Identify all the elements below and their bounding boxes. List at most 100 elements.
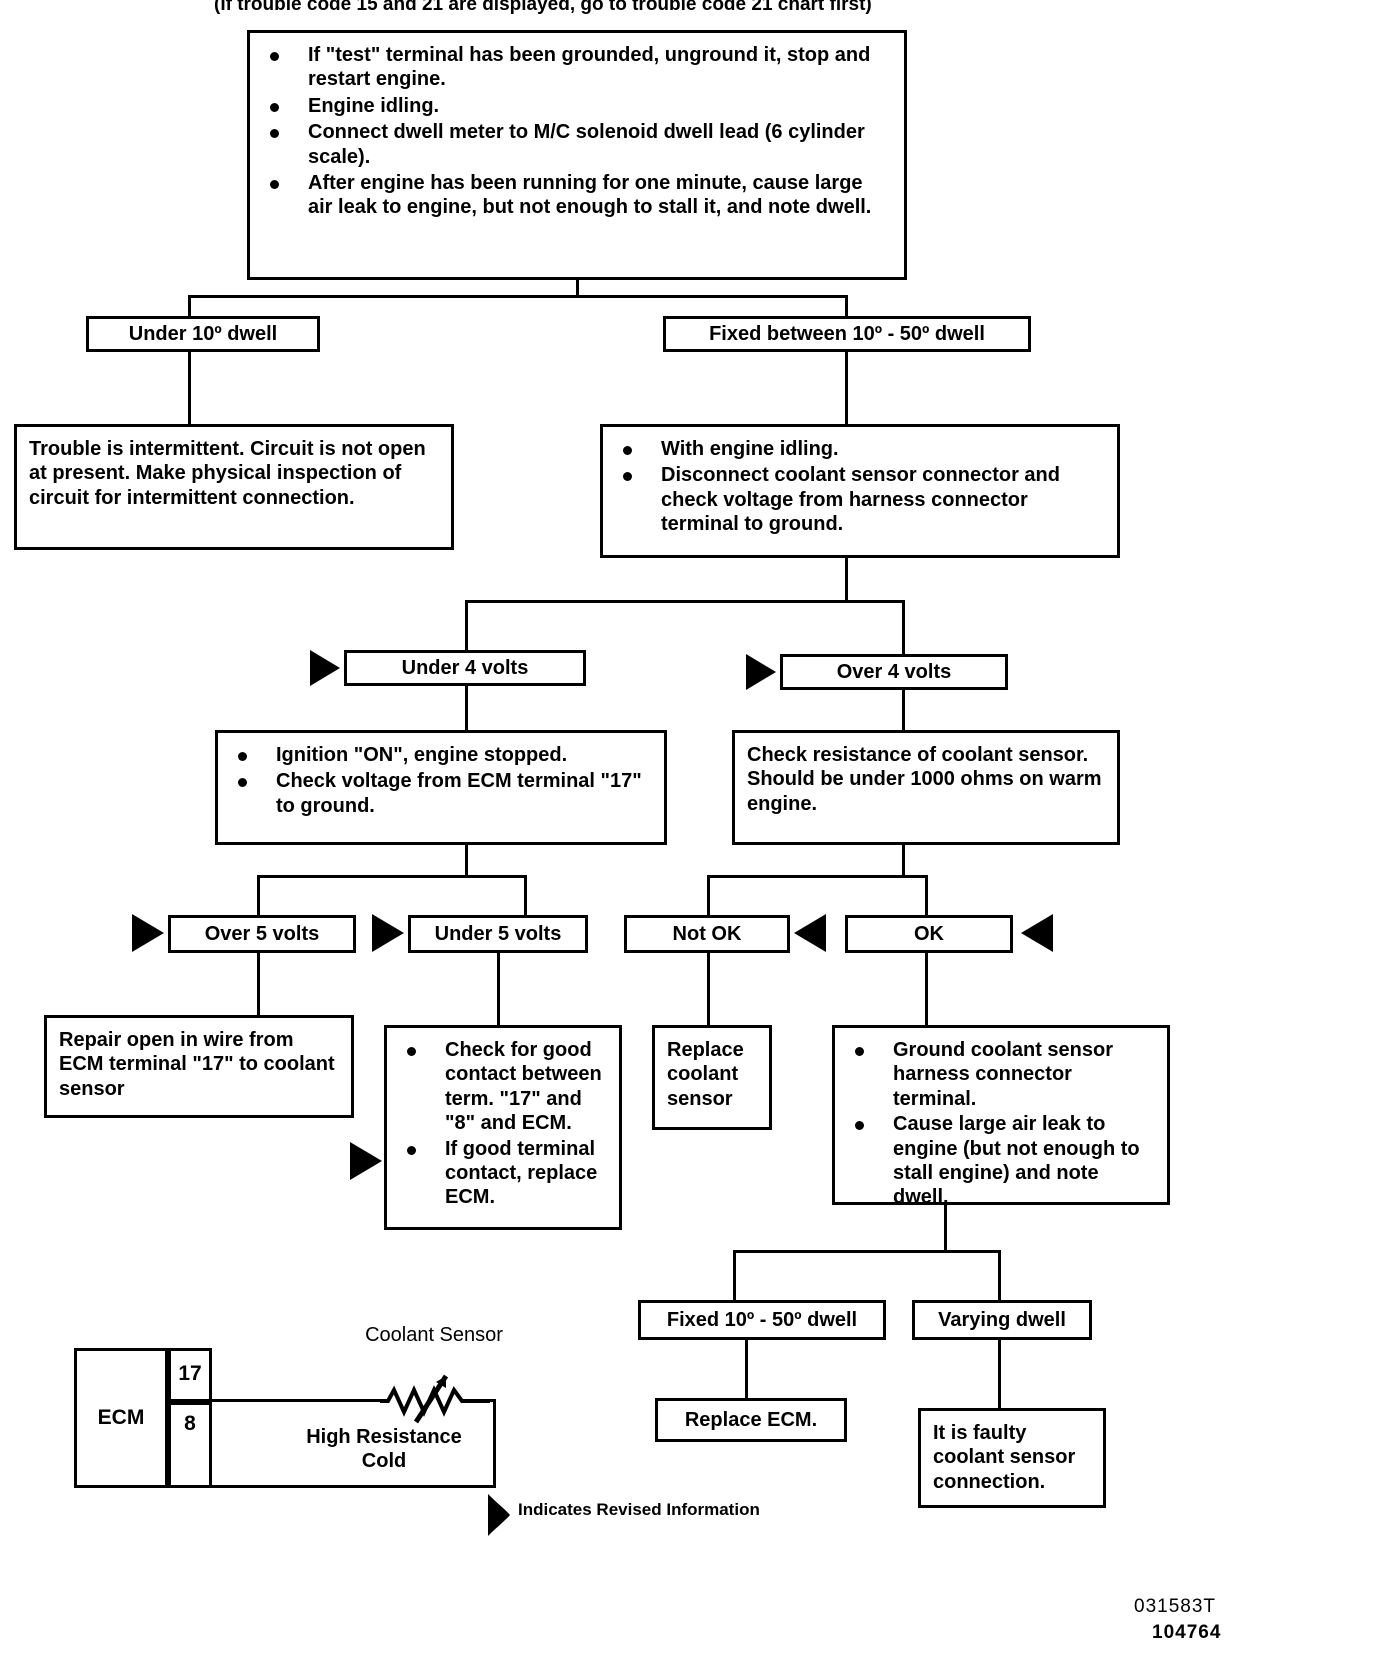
wire-sensor-right [484, 1399, 496, 1402]
node-faulty-connection: It is faulty coolant sensor connection. [918, 1408, 1106, 1508]
node-label: Fixed 10º - 50º dwell [666, 1308, 858, 1331]
node-label: Under 10º dwell [128, 322, 278, 345]
connector-line [465, 600, 905, 603]
connector-line [902, 690, 905, 730]
ecm-schematic: ECM 17 8 Coolant Sensor High Resistance … [74, 1324, 503, 1488]
contact-bullet-list: Check for good contact between term. "17… [399, 1038, 607, 1210]
connector-line [733, 1250, 1001, 1253]
connector-line [465, 600, 468, 650]
node-under-10-dwell: Under 10º dwell [86, 316, 320, 352]
connector-line [925, 875, 928, 915]
wire-return-bottom [209, 1485, 496, 1488]
connector-line [902, 845, 905, 877]
node-label: Over 4 volts [836, 660, 952, 683]
node-check-contact: Check for good contact between term. "17… [384, 1025, 622, 1230]
node-label: Under 4 volts [401, 656, 529, 679]
connector-line [925, 953, 928, 1025]
list-item: Check for good contact between term. "17… [399, 1038, 607, 1136]
node-text: Check resistance of coolant sensor. Shou… [747, 744, 1102, 815]
idle-bullet-list: With engine idling. Disconnect coolant s… [615, 437, 1105, 537]
connector-line [733, 1250, 736, 1300]
cold-label: Cold [361, 1450, 407, 1472]
setup-bullet-list: If "test" terminal has been grounded, un… [262, 43, 892, 220]
node-label: Under 5 volts [434, 922, 562, 945]
ecm-body-box [74, 1348, 168, 1488]
connector-line [707, 953, 710, 1025]
high-resistance-label: High Resistance [306, 1426, 462, 1448]
list-item: Ground coolant sensor harness connector … [847, 1038, 1155, 1111]
connector-line [944, 1205, 947, 1253]
wire-terminal-17 [212, 1399, 384, 1402]
connector-line [845, 558, 848, 603]
terminal-17-box [168, 1348, 212, 1402]
list-item: Ignition "ON", engine stopped. [230, 743, 652, 767]
connector-line [257, 875, 527, 878]
list-item: Cause large air leak to engine (but not … [847, 1112, 1155, 1210]
node-over-4-volts: Over 4 volts [780, 654, 1008, 690]
node-text: Trouble is intermittent. Circuit is not … [29, 438, 426, 509]
connector-line [576, 280, 579, 297]
revision-legend-text: Indicates Revised Information [518, 1500, 760, 1519]
node-varying-dwell: Varying dwell [912, 1300, 1092, 1340]
connector-line [188, 295, 848, 298]
node-text: Replace coolant sensor [667, 1039, 744, 1110]
ground-bullet-list: Ground coolant sensor harness connector … [847, 1038, 1155, 1210]
node-idle-disconnect: With engine idling. Disconnect coolant s… [600, 424, 1120, 558]
node-under-5-volts: Under 5 volts [408, 915, 588, 953]
connector-line [257, 875, 260, 915]
coolant-sensor-symbol [380, 1374, 490, 1424]
terminal-8-box [168, 1402, 212, 1488]
node-setup-instructions: If "test" terminal has been grounded, un… [247, 30, 907, 280]
node-ok: OK [845, 915, 1013, 953]
connector-line [497, 953, 500, 1025]
node-not-ok: Not OK [624, 915, 790, 953]
node-label: Not OK [672, 922, 742, 945]
list-item: Engine idling. [262, 94, 892, 118]
connector-line [188, 295, 191, 317]
terminal-8-label: 8 [184, 1412, 196, 1435]
connector-line [845, 295, 848, 317]
node-label: Varying dwell [938, 1308, 1066, 1331]
node-trouble-intermittent: Trouble is intermittent. Circuit is not … [14, 424, 454, 550]
node-label: OK [914, 922, 944, 945]
node-fixed-dwell-result: Fixed 10º - 50º dwell [638, 1300, 886, 1340]
node-under-4-volts: Under 4 volts [344, 650, 586, 686]
node-over-5-volts: Over 5 volts [168, 915, 356, 953]
chart-caption: (If trouble code 15 and 21 are displayed… [214, 0, 872, 15]
connector-line [465, 686, 468, 730]
connector-line [845, 352, 848, 424]
node-text: It is faulty coolant sensor connection. [933, 1422, 1076, 1493]
ignition-bullet-list: Ignition "ON", engine stopped. Check vol… [230, 743, 652, 818]
node-label: Over 5 volts [204, 922, 320, 945]
list-item: Connect dwell meter to M/C solenoid dwel… [262, 120, 892, 169]
list-item: If good terminal contact, replace ECM. [399, 1137, 607, 1210]
wire-sensor-down [493, 1399, 496, 1488]
connector-line [188, 352, 191, 424]
ecm-label: ECM [97, 1406, 145, 1429]
list-item: If "test" terminal has been grounded, un… [262, 43, 892, 92]
connector-line [902, 600, 905, 655]
node-check-resistance: Check resistance of coolant sensor. Shou… [732, 730, 1120, 845]
connector-line [745, 1340, 748, 1398]
node-label: Fixed between 10º - 50º dwell [709, 322, 985, 345]
connector-line [998, 1340, 1001, 1408]
node-repair-open-wire: Repair open in wire from ECM terminal "1… [44, 1015, 354, 1118]
connector-line [524, 875, 527, 915]
connector-line [998, 1250, 1001, 1300]
node-text: Repair open in wire from ECM terminal "1… [59, 1029, 335, 1100]
list-item: After engine has been running for one mi… [262, 171, 892, 220]
connector-line [257, 953, 260, 1015]
terminal-17-label: 17 [178, 1362, 202, 1385]
node-ground-coolant-sensor: Ground coolant sensor harness connector … [832, 1025, 1170, 1208]
node-fixed-10-50-dwell: Fixed between 10º - 50º dwell [663, 316, 1031, 352]
drawing-code-top: 031583T [1134, 1596, 1217, 1617]
connector-line [465, 845, 468, 877]
list-item: With engine idling. [615, 437, 1105, 461]
connector-line [707, 875, 710, 915]
drawing-code-bottom: 104764 [1152, 1622, 1222, 1643]
coolant-sensor-title: Coolant Sensor [365, 1324, 503, 1346]
node-replace-ecm: Replace ECM. [655, 1398, 847, 1442]
list-item: Disconnect coolant sensor connector and … [615, 463, 1105, 536]
node-label: Replace ECM. [684, 1408, 818, 1431]
